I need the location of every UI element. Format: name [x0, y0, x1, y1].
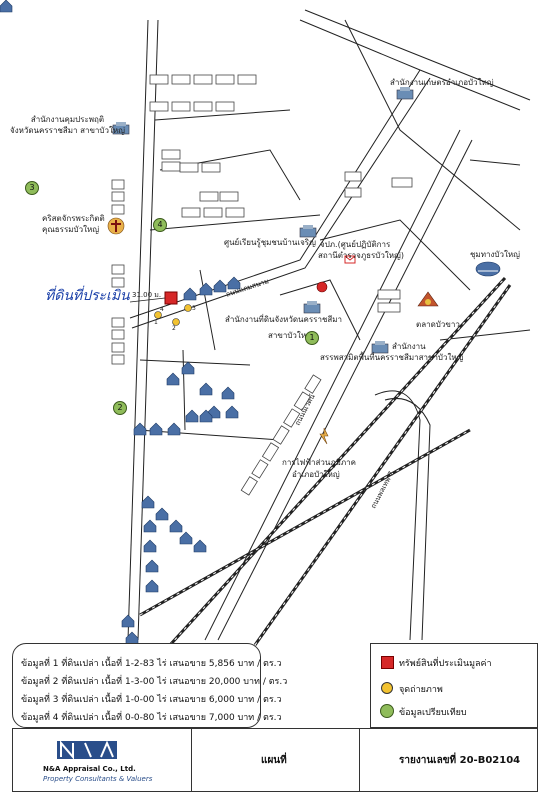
- building-blocks: [111, 74, 413, 365]
- key-compare-icon: [380, 704, 394, 718]
- comparable-marker-1: 1: [305, 331, 319, 345]
- railway-lines: [139, 276, 512, 647]
- road-cross-11: [469, 159, 521, 166]
- footer-title-cell: แผนที่: [191, 729, 360, 791]
- photo-points: [154, 304, 192, 326]
- road-cross-2: [139, 359, 251, 366]
- comparable-marker-3: 3: [25, 181, 39, 195]
- house-icon: [227, 276, 241, 290]
- label-police-1: จปภ.(ศูนย์ปฏิบัติการ: [320, 240, 391, 249]
- comparables-legend: ข้อมูลที่ 1 ที่ดินเปล่า เนื้อที่ 1-2-83 …: [12, 643, 287, 728]
- road-cross-3: [149, 214, 321, 231]
- house-icon: [143, 539, 157, 553]
- label-electricity-2: อำเภอบัวใหญ่: [292, 470, 340, 479]
- house-icon: [143, 519, 157, 533]
- road-cross-4: [154, 109, 291, 121]
- comparable-marker-4: 4: [153, 218, 167, 232]
- label-land-office-1: สำนักงานที่ดินจังหวัดนครราชสีมา: [225, 315, 343, 324]
- key-photo-label: จุดถ่ายภาพ: [399, 685, 443, 695]
- road-main-left-b: [137, 19, 159, 641]
- key-compare-label: ข้อมูลเปรียบเทียบ: [399, 708, 467, 718]
- footer-report-no: รายงานเลขที่ 20-B02104: [399, 755, 521, 766]
- house-icon: [121, 614, 135, 628]
- house-icon: [179, 531, 193, 545]
- company-tagline: Property Consultants & Valuers: [43, 775, 153, 783]
- house-icon: [199, 382, 213, 396]
- house-icon: [133, 422, 147, 436]
- road-top-b: [304, 9, 531, 101]
- legend-row-2: ข้อมูลที่ 2 ที่ดินเปล่า เนื้อที่ 1-3-00 …: [21, 677, 288, 687]
- company-logo-icon: [57, 740, 117, 760]
- house-icon: [213, 279, 227, 293]
- distance-line: [129, 297, 166, 303]
- house-icon: [169, 519, 183, 533]
- photo-point-label-3: 3: [192, 305, 196, 312]
- subject-property-marker: [164, 291, 178, 305]
- label-probation-office-1: สำนักงานคุมประพฤติ: [30, 115, 105, 124]
- house-icon: [199, 282, 213, 296]
- comparable-marker-2: 2: [113, 401, 127, 415]
- label-church-1: คริสตจักรพระกิตติ: [42, 214, 105, 223]
- label-electricity-1: การไฟฟ้าส่วนภูมิภาค: [282, 458, 356, 467]
- road-diag-b: [217, 139, 473, 641]
- legend-row-4: ข้อมูลที่ 4 ที่ดินเปล่า เนื้อที่ 0-0-80 …: [21, 713, 282, 723]
- label-excise-2: สรรพสามิตพื้นที่นครราชสีมาสาขาบัวใหญ่: [320, 353, 464, 362]
- label-probation-office-2: จังหวัดนครราชสีมา สาขาบัวใหญ่: [10, 126, 125, 135]
- house-icon: [145, 579, 159, 593]
- road-cross-10: [439, 329, 531, 341]
- house-icon: [193, 539, 207, 553]
- road-south-b: [384, 398, 431, 641]
- handwritten-note: ที่ดินที่ประเมิน: [45, 288, 130, 304]
- label-church-2: คุณธรรมบัวใหญ่: [42, 225, 100, 234]
- house-icon: [145, 559, 159, 573]
- road-cross-9: [319, 219, 471, 291]
- label-learning-center: ศูนย์เรียนรู้ชุมชนบ้านเจริญ: [224, 238, 316, 247]
- key-subject-icon: [381, 656, 394, 669]
- railway-2: [253, 284, 512, 646]
- house-icon: [183, 287, 197, 301]
- label-junction: ชุมทางบัวใหญ่: [470, 250, 520, 259]
- road-top-a: [299, 19, 521, 111]
- footer-logo-cell: N&A Appraisal Co., Ltd. Property Consult…: [13, 729, 192, 791]
- photo-point-label-2: 2: [172, 325, 176, 332]
- label-market: ตลาดบัวขาว: [416, 320, 460, 329]
- legend-row-1: ข้อมูลที่ 1 ที่ดินเปล่า เนื้อที่ 1-2-83 …: [21, 659, 282, 669]
- road-south-a: [374, 390, 421, 641]
- house-icon: [155, 507, 169, 521]
- label-agriculture-office: สำนักงานเกษตรอำเภอบัวใหญ่: [390, 78, 494, 87]
- house-icon: [149, 422, 163, 436]
- road-cross-8: [279, 279, 361, 341]
- road-top-c: [344, 19, 521, 231]
- house-icon: [166, 372, 180, 386]
- houses-layer: [121, 276, 241, 645]
- house-icon: [225, 405, 239, 419]
- road-cross-6: [182, 349, 186, 431]
- label-distance: 31.00 ม.: [132, 291, 162, 299]
- company-name: N&A Appraisal Co., Ltd.: [43, 765, 136, 773]
- house-icon: [181, 361, 195, 375]
- house-icons: [0, 0, 13, 13]
- footer-title: แผนที่: [261, 755, 287, 766]
- road-cross-7: [199, 269, 216, 351]
- label-land-office-2: สาขาบัวใหญ่: [268, 331, 313, 340]
- footer-report-cell: รายงานเลขที่ 20-B02104: [359, 729, 536, 791]
- label-police-2: สถานีตำรวจภูธรบัวใหญ่): [318, 251, 404, 260]
- landmark-icons: [107, 87, 501, 445]
- house-icon: [167, 422, 181, 436]
- key-photo-icon: [381, 682, 393, 694]
- footer-bar: N&A Appraisal Co., Ltd. Property Consult…: [12, 728, 538, 792]
- house-icon: [185, 409, 199, 423]
- key-subject-label: ทรัพย์สินที่ประเมินมูลค่า: [399, 659, 492, 669]
- photo-point-label-1: 1: [154, 319, 158, 326]
- diagonal-road-blocks: [240, 374, 322, 496]
- road-main-left-a: [127, 19, 149, 641]
- photo-point-label-4: 4: [160, 306, 164, 313]
- house-icon: [141, 495, 155, 509]
- house-icon: [221, 386, 235, 400]
- legend-row-3: ข้อมูลที่ 3 ที่ดินเปล่า เนื้อที่ 1-0-00 …: [21, 695, 282, 705]
- map-key: ทรัพย์สินที่ประเมินมูลค่า จุดถ่ายภาพ ข้อ…: [370, 643, 538, 728]
- house-icon: [199, 409, 213, 423]
- label-excise-1: สำนักงาน: [392, 342, 426, 351]
